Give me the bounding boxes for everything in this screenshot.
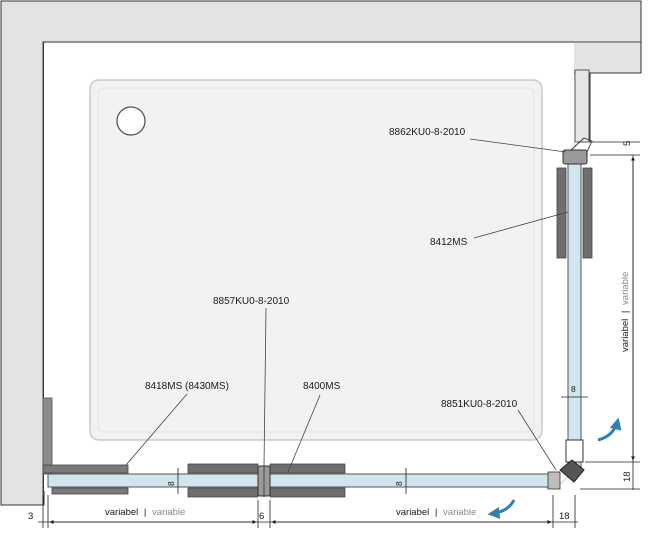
dim-width-left-sep: | xyxy=(144,507,146,518)
dim-height-side-de: variabel xyxy=(620,319,631,352)
side-profile-left xyxy=(556,167,567,259)
dim-width-left: variabel | variable xyxy=(105,507,185,518)
side-glass-end xyxy=(565,439,584,463)
leader-side-profile xyxy=(473,211,569,239)
roller-left-top xyxy=(187,463,259,474)
dim-height-side-en: variable xyxy=(620,272,631,305)
wall-edge xyxy=(0,0,642,505)
right-wall-stub xyxy=(574,69,590,143)
leader-center-connector xyxy=(263,307,267,467)
dim-width-left-en: variable xyxy=(152,507,185,518)
glass-panel-right xyxy=(267,473,559,488)
dim-corner-offset-side: 18 xyxy=(622,471,633,482)
label-top-clamp: 8862KU0-8-2010 xyxy=(389,127,466,138)
swing-arrow-side-icon xyxy=(597,417,622,442)
roller-left-bottom xyxy=(187,487,259,498)
label-sliding-door: 8400MS xyxy=(303,381,341,392)
dim-height-side-sep: | xyxy=(620,311,631,313)
swing-arrow-bottom-icon xyxy=(487,499,516,519)
label-side-profile: 8412MS xyxy=(430,237,468,248)
dim-width-left-de: variabel xyxy=(105,507,138,518)
dim-glass-right: 8 xyxy=(394,481,404,486)
corner-connector-cap xyxy=(547,471,561,490)
label-corner-connector: 8851KU0-8-2010 xyxy=(441,399,518,410)
glass-panel-side xyxy=(567,154,582,469)
dim-corner-offset-bottom: 18 xyxy=(559,511,570,522)
left-profile-strip-bottom xyxy=(51,487,129,495)
dim-width-right-en: variable xyxy=(443,507,476,518)
label-center-connector: 8857KU0-8-2010 xyxy=(213,296,290,307)
roller-right-top xyxy=(269,463,346,474)
shower-tray xyxy=(89,79,543,441)
back-wall xyxy=(1,1,641,42)
dim-height-side: variabel | variable xyxy=(620,272,631,352)
roller-right-bottom xyxy=(269,487,346,498)
leader-top-clamp xyxy=(469,138,567,153)
dim-glass-left: 8 xyxy=(166,481,176,486)
top-clamp-lip xyxy=(570,137,593,153)
left-wall xyxy=(1,1,43,505)
dim-width-right-sep: | xyxy=(435,507,437,518)
dim-center-gap: 6 xyxy=(259,511,264,522)
drain-icon xyxy=(116,106,146,136)
dim-top-offset: 5 xyxy=(622,141,633,146)
leader-sliding-door xyxy=(287,394,321,473)
label-left-profile: 8418MS (8430MS) xyxy=(145,381,229,392)
corner-connector xyxy=(559,459,585,483)
left-profile-foot xyxy=(42,464,129,474)
top-clamp xyxy=(562,149,588,165)
side-profile-right xyxy=(582,167,593,259)
left-wall-profile xyxy=(42,397,53,475)
shower-tray-inner xyxy=(97,87,535,433)
dim-wall-gap: 3 xyxy=(28,511,33,522)
wall-inner-edge xyxy=(42,41,641,505)
dim-width-right-de: variabel xyxy=(396,507,429,518)
dim-width-right: variabel | variable xyxy=(396,507,476,518)
leader-left-profile xyxy=(125,393,188,466)
dim-glass-side: 8 xyxy=(571,384,576,394)
glass-panel-left xyxy=(47,473,261,488)
leader-corner-connector xyxy=(517,409,557,471)
